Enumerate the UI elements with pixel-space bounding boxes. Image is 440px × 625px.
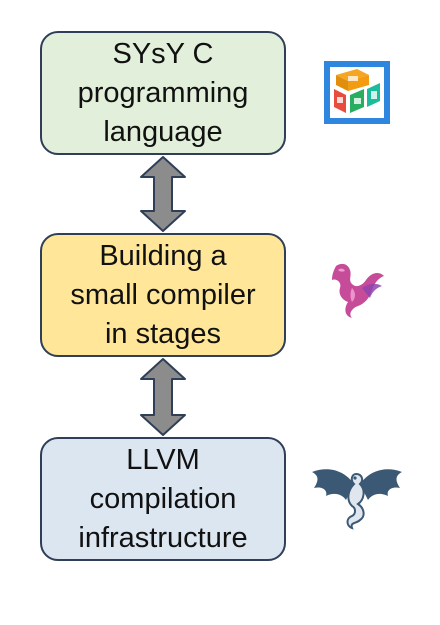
sysy-language-label: SYsY C programming language bbox=[77, 37, 249, 148]
llvm-dragon-icon bbox=[312, 469, 402, 530]
llvm-infrastructure-box: LLVM compilation infrastructure bbox=[40, 437, 286, 561]
compiler-stages-box: Building a small compiler in stages bbox=[40, 233, 286, 357]
sysy-language-box: SYsY C programming language bbox=[40, 31, 286, 155]
pink-dragon-icon bbox=[332, 263, 384, 318]
bidirectional-arrow-top bbox=[140, 156, 186, 232]
llvm-infrastructure-label: LLVM compilation infrastructure bbox=[78, 443, 248, 554]
compiler-stages-label: Building a small compiler in stages bbox=[70, 239, 256, 350]
bidirectional-arrow-bottom bbox=[140, 358, 186, 436]
sysy-logo-icon bbox=[324, 61, 390, 124]
